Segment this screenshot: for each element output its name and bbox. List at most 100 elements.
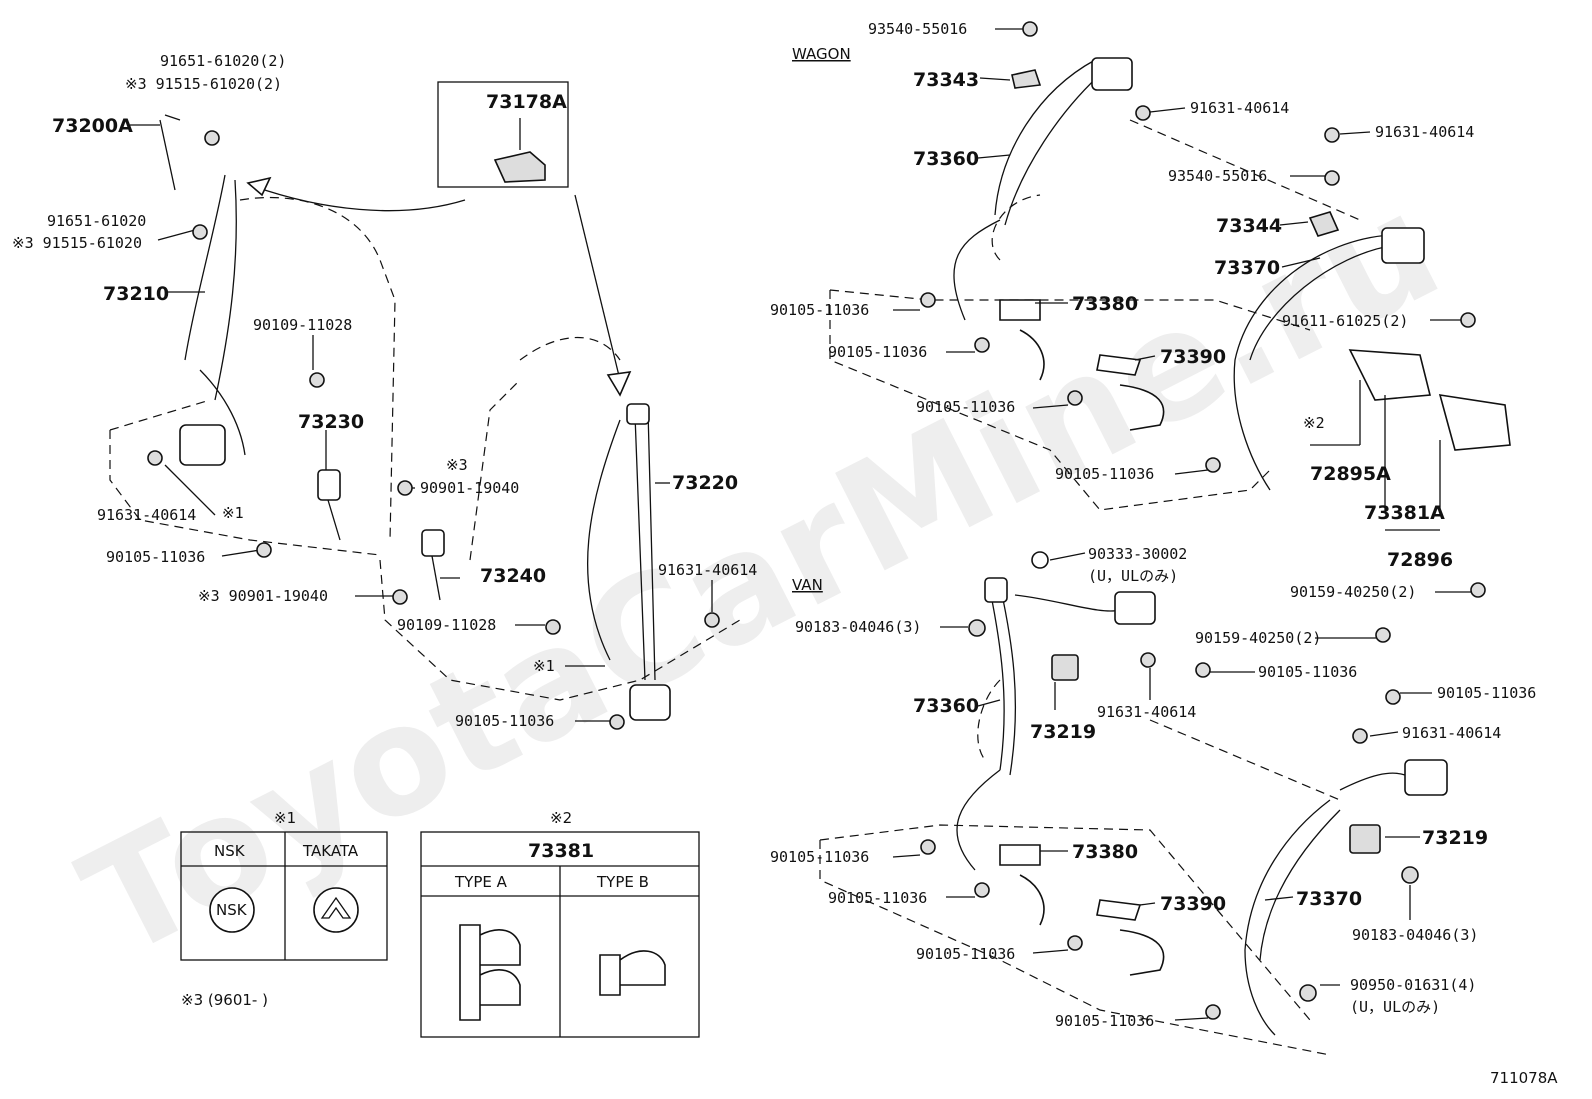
belt-73360-wagon: [953, 59, 1106, 321]
callout: 90159-40250(2): [1290, 583, 1416, 601]
bolt-icon: [1205, 457, 1221, 473]
belt-73210: [184, 174, 246, 456]
callout: 90109-11028: [397, 616, 496, 634]
bolt-icon: [204, 130, 220, 146]
callout: 90333-30002: [1088, 545, 1187, 563]
bolt-icon: [1205, 1004, 1221, 1020]
cover-73219-a: [1051, 654, 1079, 681]
clip-type-b-icon: [599, 950, 666, 996]
callout: 93540-55016: [868, 20, 967, 38]
part-number: 73219: [1030, 721, 1096, 743]
part-number: 73200A: [52, 115, 133, 137]
buckle-73390-wagon: [1096, 354, 1165, 431]
clip-icon: [1299, 984, 1317, 1002]
bolt-icon: [1352, 728, 1368, 744]
callout: 91651-61020: [47, 212, 146, 230]
bolt-icon: [609, 714, 625, 730]
legend-type-b: TYPE B: [596, 873, 649, 891]
legend-73381-title: 73381: [528, 840, 594, 862]
part-number: 73230: [298, 411, 364, 433]
clip-type-a-icon: [459, 924, 521, 1021]
pocket-72896: [1438, 394, 1511, 451]
buckle-73380-van: [999, 844, 1045, 926]
legend-nsk-label: NSK: [214, 842, 246, 860]
retractor-wagon-right: [1381, 227, 1425, 264]
callout: 91631-40614: [1402, 724, 1501, 742]
callout: 90105-11036: [106, 548, 205, 566]
bolt-icon: [309, 372, 325, 388]
labels-wagon: 93540-55016 73343 91631-40614 91631-4061…: [770, 20, 1474, 601]
belt-73360-van: [956, 584, 1121, 871]
bolt-icon: [545, 619, 561, 635]
callout: (U，ULのみ): [1088, 567, 1178, 585]
leaders-wagon: [893, 28, 1475, 593]
arrow-head-left: [246, 176, 272, 197]
labels-van: 90333-30002 (U，ULのみ) 90183-04046(3) 9015…: [770, 545, 1536, 1030]
part-number: 73390: [1160, 893, 1226, 915]
buckle-73240: [421, 529, 445, 557]
part-number: 73370: [1296, 888, 1362, 910]
bolt-icon: [1140, 652, 1156, 668]
bolt-icon: [1067, 935, 1083, 951]
nsk-logo-text: NSK: [216, 901, 248, 919]
bolt-icon: [1385, 689, 1401, 705]
callout: ※1: [222, 504, 244, 522]
part-number: 73220: [672, 472, 738, 494]
part-number: 73343: [913, 69, 979, 91]
takata-logo-icon: [313, 887, 359, 933]
retractor-left: [179, 424, 226, 466]
leaders-van: [892, 552, 1432, 1021]
callout: ※3 91515-61020: [12, 234, 142, 252]
retractor-van-left: [1114, 591, 1156, 625]
bolt-icon: [392, 589, 408, 605]
callout: 91631-40614: [1097, 703, 1196, 721]
part-number: 73381A: [1364, 502, 1445, 524]
callout: ※3 90901-19040: [198, 587, 328, 605]
part-number: 73390: [1160, 346, 1226, 368]
legend-note1: ※1 NSK TAKATA NSK ※3 (9601- ): [180, 809, 388, 1009]
section-wagon: WAGON: [792, 45, 851, 63]
nut-icon: [968, 619, 986, 637]
part-73178a-box: [437, 81, 569, 188]
callout: 90183-04046(3): [795, 618, 921, 636]
bolt-icon: [1067, 390, 1083, 406]
part-number: 73344: [1216, 215, 1282, 237]
bolt-icon: [1375, 627, 1391, 643]
bolt-icon: [147, 450, 163, 466]
retractor-wagon-left: [1091, 57, 1133, 91]
leaders-left: [130, 124, 713, 722]
buckle-73390-van: [1096, 899, 1165, 976]
callout: 90109-11028: [253, 316, 352, 334]
cover-73344: [1308, 211, 1340, 237]
bolt-icon: [920, 292, 936, 308]
callout: 90105-11036: [770, 848, 869, 866]
bolt-icon: [256, 542, 272, 558]
callout: 91631-40614: [658, 561, 757, 579]
arrow-head-right: [606, 371, 632, 397]
retractor-van-right: [1404, 759, 1448, 796]
bolt-icon: [1022, 21, 1038, 37]
callout: ※3 91515-61020(2): [125, 75, 282, 93]
part-number: 73370: [1214, 257, 1280, 279]
callout: 91651-61020(2): [160, 52, 286, 70]
pocket-72895a: [1348, 349, 1432, 401]
anchor-right-top: [626, 403, 650, 425]
part-number: 73219: [1422, 827, 1488, 849]
bolt-icon: [920, 839, 936, 855]
callout: 90105-11036: [916, 945, 1015, 963]
callout: 90159-40250(2): [1195, 629, 1321, 647]
callout: 90183-04046(3): [1352, 926, 1478, 944]
wagon-group: WAGON: [792, 45, 1511, 511]
callout: 90105-11036: [770, 301, 869, 319]
callout: 91631-40614: [1190, 99, 1289, 117]
cover-73343: [1011, 69, 1042, 89]
front-seat-group: [109, 81, 741, 721]
callout: 91631-40614: [97, 506, 196, 524]
legend-type-a: TYPE A: [454, 873, 508, 891]
legend-note3: ※3 (9601- ): [181, 991, 268, 1009]
van-group: VAN: [792, 551, 1448, 1056]
nsk-logo-icon: [209, 887, 255, 933]
bolts-van: [920, 619, 1419, 1020]
bolt-icon: [1460, 312, 1476, 328]
